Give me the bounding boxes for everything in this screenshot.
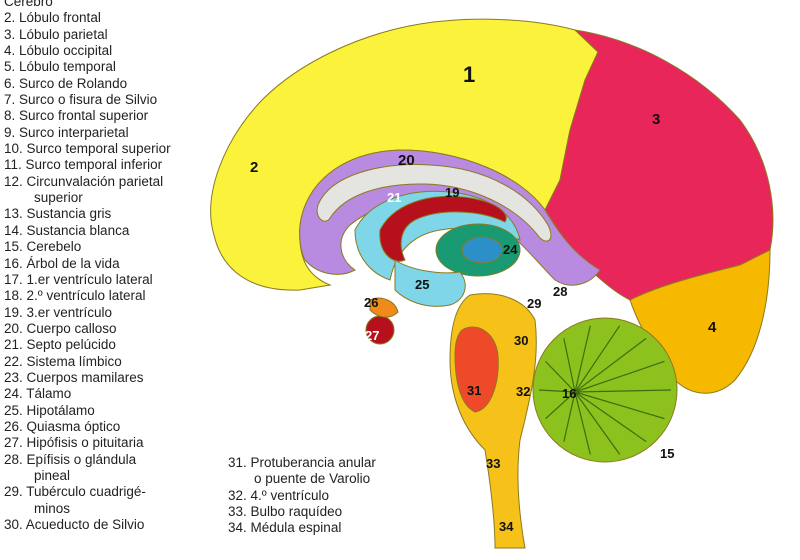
label-28: 28 <box>553 284 567 299</box>
legend-left-item: 20. Cuerpo calloso <box>4 320 117 336</box>
optic-chiasm-region <box>369 297 399 318</box>
label-1: 1 <box>463 62 475 87</box>
cerebellum-folia-line <box>574 389 672 393</box>
legend-left-item: Cerebro <box>4 0 53 9</box>
thalamus-core <box>461 236 503 264</box>
cerebellum-folia-line <box>574 337 647 393</box>
legend-left-item: 2. Lóbulo frontal <box>4 10 101 26</box>
label-21: 21 <box>387 190 401 205</box>
cerebellum-folia-line <box>563 338 576 393</box>
label-32: 32 <box>516 384 530 399</box>
legend-left-item: 13. Sustancia gris <box>4 206 112 222</box>
corpus-callosum-region <box>316 164 552 242</box>
label-2: 2 <box>250 159 258 176</box>
legend-left-item: 15. Cerebelo <box>4 239 82 255</box>
legend-left-item: minos <box>34 500 71 516</box>
legend-left-item: 24. Tálamo <box>4 386 72 402</box>
arbor-vitae <box>538 325 672 455</box>
legend-left-item: 22. Sistema límbico <box>4 353 122 369</box>
cerebellum-folia-line <box>538 389 576 393</box>
cerebellum-folia-line <box>563 391 576 442</box>
label-20: 20 <box>398 152 415 169</box>
septum-region <box>379 195 507 262</box>
legend-bottom-item: 34. Médula espinal <box>228 520 342 536</box>
label-15: 15 <box>660 446 674 461</box>
label-33: 33 <box>486 456 500 471</box>
legend-left-item: 25. Hipotálamo <box>4 402 95 418</box>
cerebellum-folia-line <box>574 360 665 393</box>
legend-left-item: 17. 1.er ventrículo lateral <box>4 271 153 287</box>
legend-left-item: 26. Quiasma óptico <box>4 418 121 434</box>
legend-left-item: pineal <box>34 467 71 483</box>
legend-left-item: 23. Cuerpos mamilares <box>4 369 144 385</box>
label-24: 24 <box>503 242 518 257</box>
cerebellum-region <box>532 317 678 463</box>
label-31: 31 <box>467 383 481 398</box>
legend-left-item: 29. Tubérculo cuadrigé- <box>4 484 146 500</box>
legend-left-item: 9. Surco interparietal <box>4 124 129 140</box>
legend-left-item: 7. Surco o fisura de Silvio <box>4 92 158 108</box>
legend-left-item: 4. Lóbulo occipital <box>4 43 113 59</box>
label-25: 25 <box>415 277 429 292</box>
label-26: 26 <box>364 295 378 310</box>
cerebellum-folia-line <box>574 391 591 455</box>
label-27: 27 <box>365 328 379 343</box>
label-4: 4 <box>708 319 717 336</box>
label-16: 16 <box>562 386 576 401</box>
cerebellum-folia-line <box>574 391 647 443</box>
pons-region <box>454 326 499 413</box>
legend-left-item: 8. Surco frontal superior <box>4 108 149 124</box>
legend-left-item: 3. Lóbulo parietal <box>4 26 108 42</box>
legend-left-item: 21. Septo pelúcido <box>4 337 116 353</box>
cerebellum-folia-line <box>574 325 591 393</box>
label-30: 30 <box>514 333 528 348</box>
legend-left-item: 16. Árbol de la vida <box>4 255 120 271</box>
legend-left-item: 12. Circunvalación parietal <box>4 173 164 189</box>
label-29: 29 <box>527 296 541 311</box>
legend-left-item: 5. Lóbulo temporal <box>4 59 116 75</box>
label-34: 34 <box>499 519 514 534</box>
legend-left-item: superior <box>34 190 83 206</box>
label-19: 19 <box>445 185 459 200</box>
legend-left-item: 28. Epífisis o glándula <box>4 451 137 467</box>
legend-left-item: 19. 3.er ventrículo <box>4 304 113 320</box>
legend-left-item: 27. Hipófisis o pituitaria <box>4 435 144 451</box>
legend-left-item: 6. Surco de Rolando <box>4 75 128 91</box>
cerebellum-folia-line <box>574 391 665 420</box>
legend-left-item: 18. 2.º ventrículo lateral <box>4 288 146 304</box>
legend-bottom-item: o puente de Varolio <box>254 471 371 487</box>
hypothalamus-region <box>394 259 466 307</box>
cerebellum-folia-line <box>574 391 621 455</box>
legend-left-item: 11. Surco temporal inferior <box>4 157 163 173</box>
label-3: 3 <box>652 111 660 128</box>
legend-left-item: 30. Acueducto de Silvio <box>4 517 145 532</box>
legend-bottom-item: 31. Protuberancia anular <box>228 455 376 470</box>
legend-bottom-item: 32. 4.º ventrículo <box>228 487 329 503</box>
cerebellum-folia-line <box>574 325 621 393</box>
cerebellum-folia-line <box>545 391 576 420</box>
legend-bottom-item: 33. Bulbo raquídeo <box>228 504 343 520</box>
legend-left-item: 14. Sustancia blanca <box>4 222 130 238</box>
cerebellum-folia-line <box>545 360 576 393</box>
legend-left-item: 10. Surco temporal superior <box>4 141 171 157</box>
